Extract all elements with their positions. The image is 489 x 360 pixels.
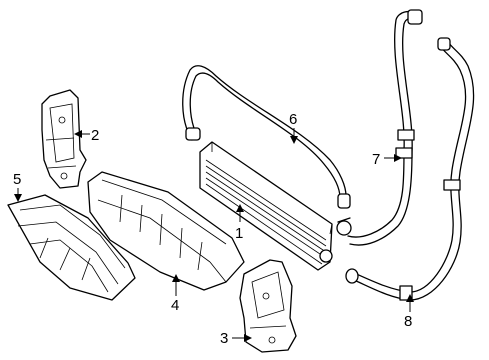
callout-labels: 1 2 3 4 5 6 7 8: [13, 111, 412, 347]
leader-lines: [14, 128, 414, 342]
part-8-hose: [345, 37, 475, 301]
callout-2: 2: [91, 127, 99, 144]
part-6-hose: [182, 65, 351, 209]
callout-7: 7: [372, 151, 380, 168]
callout-1: 1: [235, 225, 243, 242]
callout-4: 4: [171, 297, 179, 314]
part-3-lower-bracket: [239, 259, 297, 353]
callout-3: 3: [220, 330, 228, 347]
part-4-shroud: [87, 171, 245, 291]
callout-6: 6: [289, 111, 297, 128]
part-1-oil-cooler: [199, 141, 352, 271]
callout-8: 8: [404, 313, 412, 330]
callout-5: 5: [13, 171, 21, 188]
part-7-hose: [347, 9, 423, 246]
part-5-air-duct: [7, 194, 136, 301]
part-2-upper-bracket: [41, 89, 87, 189]
